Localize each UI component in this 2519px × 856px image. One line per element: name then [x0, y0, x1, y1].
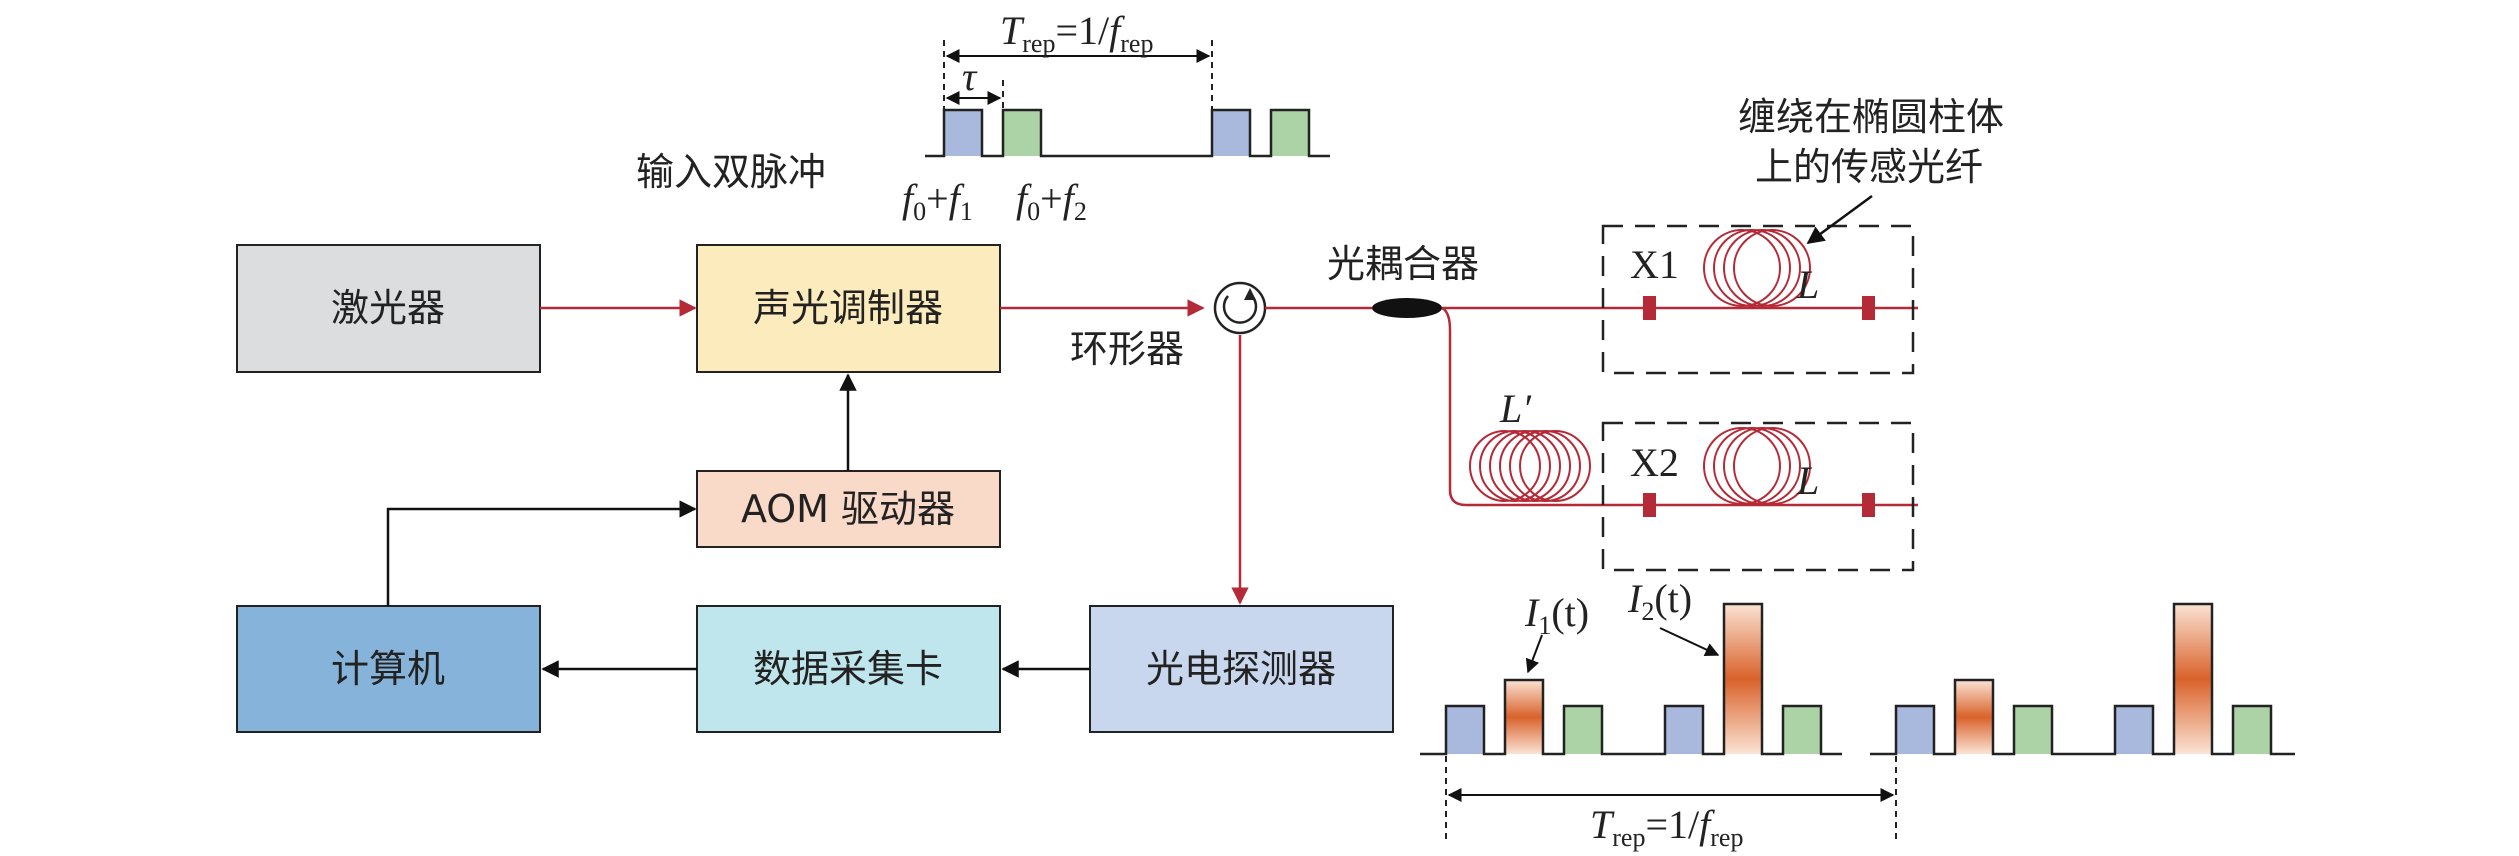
- x1-label: X1: [1630, 242, 1679, 287]
- circulator-icon: [1213, 281, 1267, 335]
- computer-to-driver-arrow: [386, 500, 697, 606]
- delay-coil-icon: [1469, 430, 1591, 502]
- trep-top-label: Trep=1/frep: [1000, 8, 1153, 58]
- aom-driver-box: AOM 驱动器: [696, 470, 1001, 548]
- l1-label: L: [1796, 262, 1819, 307]
- f0-f1-label: f0+f1: [902, 176, 973, 226]
- coupler-icon: [1372, 298, 1442, 318]
- aom-box: 声光调制器: [696, 244, 1001, 373]
- input-pulse-train: [925, 108, 1330, 158]
- x2-label: X2: [1630, 440, 1679, 485]
- aom-driver-label: AOM 驱动器: [741, 487, 955, 531]
- detector-box: 光电探测器: [1089, 605, 1394, 733]
- i2-label: I2(t): [1627, 576, 1692, 626]
- sensor-box-x2: X2 L: [1601, 421, 1915, 572]
- laser-label: 激光器: [331, 286, 445, 330]
- tau-label: τ: [962, 54, 978, 99]
- detector-label: 光电探测器: [1146, 647, 1336, 691]
- aom-label: 声光调制器: [753, 286, 943, 330]
- input-pulse-label: 输入双脉冲: [636, 150, 826, 194]
- f0-f2-label: f0+f2: [1016, 176, 1087, 226]
- l-prime-label: L′: [1499, 386, 1532, 431]
- fiber-lower: [1441, 306, 1918, 507]
- sensing-fiber-label-line2: 上的传感光纤: [1755, 145, 1983, 189]
- computer-box: 计算机: [236, 605, 541, 733]
- sensing-fiber-label-line1: 缠绕在椭圆柱体: [1738, 95, 2004, 139]
- circulator-label: 环形器: [1070, 327, 1184, 371]
- daq-box: 数据采集卡: [696, 605, 1001, 733]
- i1-label: I1(t): [1524, 590, 1589, 640]
- sensor-box-x1: X1 L: [1601, 224, 1915, 375]
- l2-label: L: [1796, 458, 1819, 503]
- computer-label: 计算机: [331, 647, 445, 691]
- coupler-label: 光耦合器: [1327, 242, 1479, 286]
- trep-bottom-label: Trep=1/frep: [1590, 802, 1743, 852]
- daq-label: 数据采集卡: [753, 647, 943, 691]
- output-pulse-train: [1420, 602, 2295, 756]
- laser-box: 激光器: [236, 244, 541, 373]
